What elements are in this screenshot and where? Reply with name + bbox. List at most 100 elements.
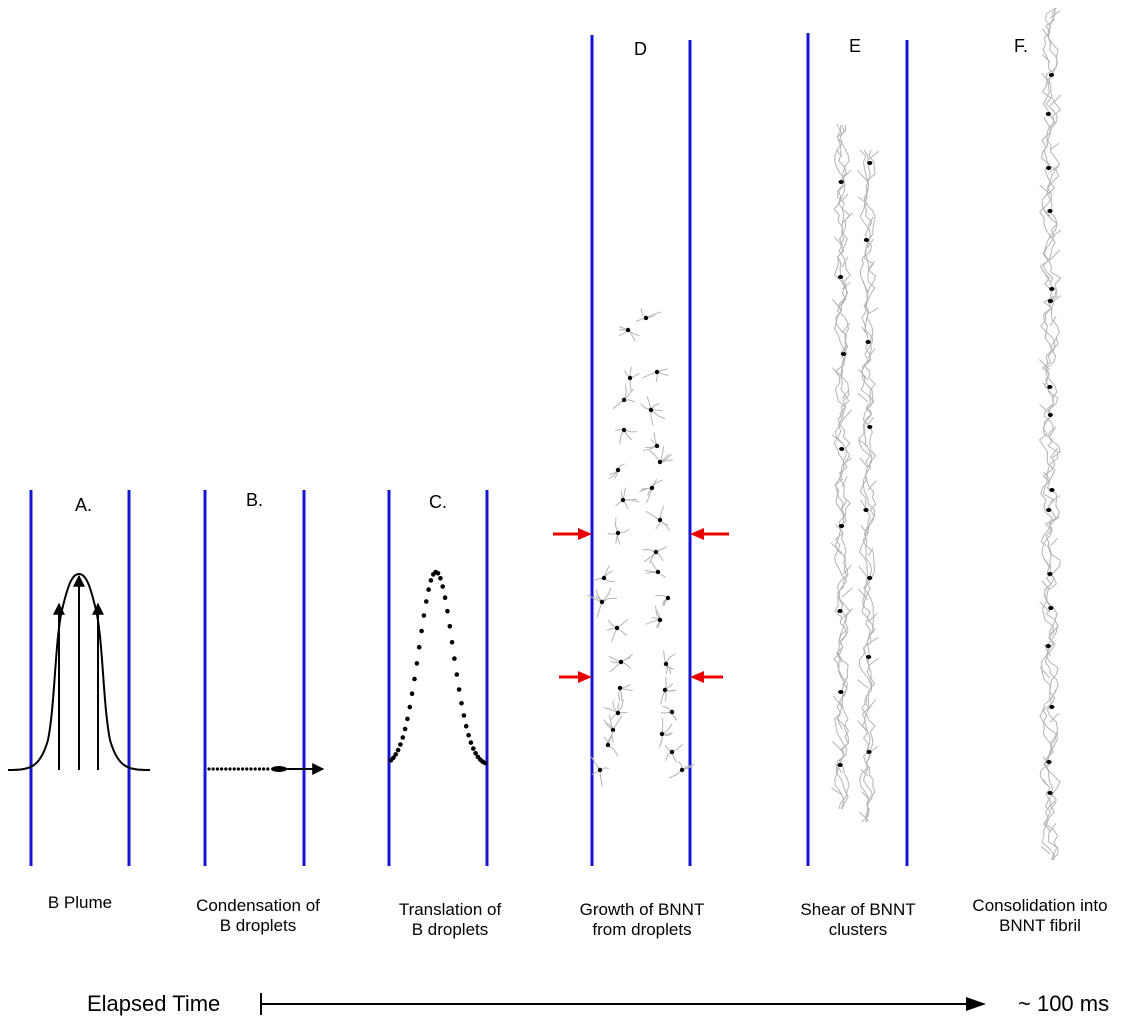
nanotube-spur [1049, 823, 1057, 833]
nanotube-spur [841, 390, 849, 400]
caption-line: B droplets [219, 916, 297, 935]
nanotube [660, 711, 673, 714]
nanotube-spur [832, 298, 843, 312]
nanotube [623, 429, 637, 433]
nanotube-spur [841, 498, 848, 510]
droplet-seed [1045, 112, 1051, 116]
nanotube-spur [1049, 801, 1057, 811]
caption-line: B droplets [411, 920, 489, 939]
nanotube-spur [867, 417, 874, 425]
nanotube [617, 528, 630, 534]
droplet [236, 767, 240, 771]
panel-f-label: F. [1014, 36, 1029, 56]
bnnt-cluster [645, 605, 663, 629]
nanotube-spur [1049, 690, 1057, 701]
droplet [405, 716, 410, 722]
nanotube [587, 594, 603, 603]
nanotube [661, 723, 673, 735]
nanotube-spur [1041, 580, 1051, 591]
nanotube-spur [1041, 72, 1051, 85]
nanotube-spur [835, 149, 843, 158]
droplet-seed [657, 617, 663, 623]
nanotube [596, 601, 603, 618]
droplet [454, 672, 460, 677]
nanotube [623, 388, 634, 401]
bnnt-cluster [603, 699, 628, 721]
droplet [461, 713, 467, 718]
nanotube [836, 124, 852, 810]
droplet-seed [615, 710, 621, 716]
nanotube [608, 714, 614, 731]
nanotube-spur [1049, 249, 1061, 261]
droplet [407, 704, 413, 710]
droplet-seed [654, 369, 660, 375]
nanotube-spur [867, 216, 874, 227]
droplet-seed [867, 161, 873, 165]
nanotube [645, 445, 658, 449]
bnnt-cluster [642, 368, 669, 383]
droplet-seed [597, 767, 603, 773]
droplet [412, 676, 417, 682]
bnnt-cluster [642, 545, 668, 564]
bnnt-cluster [587, 587, 618, 618]
droplet [395, 747, 401, 753]
droplet [224, 767, 228, 771]
nanotube-spur [857, 679, 869, 689]
nanotube [610, 660, 622, 664]
caption-line: BNNT fibril [999, 916, 1081, 935]
bnnt-cluster [612, 384, 636, 410]
droplet [262, 767, 266, 771]
nanotube-spur [858, 588, 869, 601]
droplet [424, 599, 429, 604]
droplet-seed [1045, 644, 1051, 648]
nanotube-spur [1042, 778, 1051, 789]
droplet-seed [840, 352, 847, 356]
panel-e-label: E [849, 36, 862, 56]
nanotube [599, 769, 603, 787]
bnnt-cluster [603, 730, 619, 757]
panel-a-label: A. [75, 495, 93, 515]
nanotube [655, 605, 661, 621]
droplet [220, 767, 224, 771]
droplet-seed [679, 767, 685, 773]
nanotube-spur [1049, 625, 1060, 635]
bnnt-cluster [663, 650, 676, 675]
nanotube-spur [841, 608, 853, 620]
nanotube [1040, 8, 1060, 861]
droplet [391, 755, 396, 761]
nanotube-spur [1040, 846, 1051, 855]
droplet-seed [837, 609, 843, 613]
droplet-seed [643, 315, 649, 321]
nanotube-spur [867, 657, 879, 667]
nanotube-spur [1043, 644, 1051, 657]
droplet [228, 767, 232, 771]
panel-b-label: B. [246, 490, 264, 510]
nanotube-spur [1042, 270, 1051, 283]
nanotube [617, 699, 624, 714]
bnnt-cluster [624, 366, 640, 392]
droplet [468, 740, 474, 745]
nanotube-spur [1049, 731, 1059, 745]
nanotube-spur [1049, 712, 1060, 723]
droplet [266, 767, 270, 771]
droplet [249, 767, 253, 771]
nanotube [834, 125, 850, 810]
droplet-seed [1049, 705, 1055, 709]
nanotube-spur [1042, 28, 1051, 41]
droplet-seed [669, 749, 675, 755]
bnnt-sheared-clusters [830, 123, 880, 823]
nanotube-spur [1042, 382, 1051, 393]
nanotube [861, 149, 876, 823]
droplet [400, 735, 406, 740]
nanotube-spur [841, 169, 852, 180]
nanotube [629, 366, 633, 379]
bnnt-cluster [607, 517, 630, 545]
nanotube-spur [1049, 447, 1058, 459]
droplet-seed [601, 575, 607, 581]
nanotube-spur [1049, 426, 1057, 437]
panel-c-caption: Translation of B droplets [370, 900, 530, 940]
bnnt-strand [857, 149, 880, 823]
droplet-seed [837, 763, 843, 767]
panel-d [553, 35, 729, 866]
droplet-seed [1047, 572, 1053, 576]
